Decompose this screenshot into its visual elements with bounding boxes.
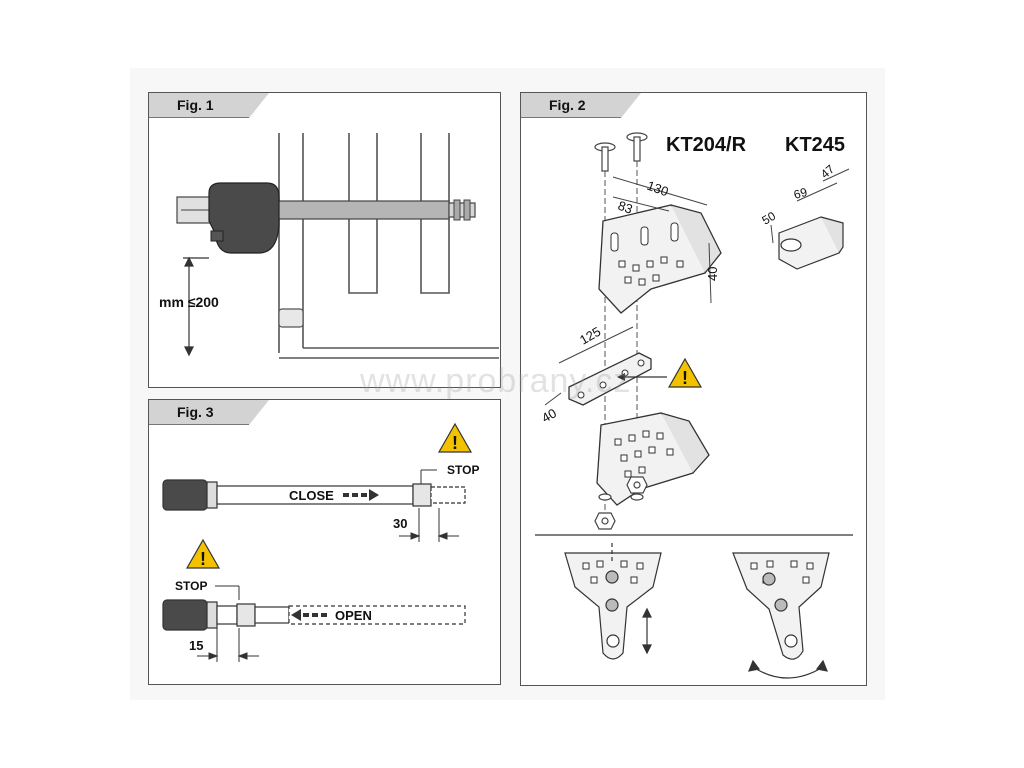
fig2-panel: Fig. 2 KT204/R KT245: [520, 92, 867, 686]
dim-lines-top: [612, 176, 712, 304]
gate-frame: [278, 133, 499, 359]
flat-plate: [568, 352, 652, 406]
open-label: OPEN: [335, 608, 372, 623]
actuator-open: [162, 599, 466, 631]
rod-end: [448, 202, 476, 218]
bolts: [594, 132, 648, 172]
dim-69-label: 69: [792, 185, 809, 202]
bracket-holes-bottom: [614, 430, 674, 478]
fig1-panel: Fig. 1: [148, 92, 501, 388]
detail-vertical-adjust: [564, 543, 662, 660]
warning-icon: !: [667, 357, 703, 388]
dim-30-label: 30: [393, 516, 407, 531]
open-arrow: [291, 609, 327, 621]
warning-icon-top: !: [437, 422, 473, 453]
model-kt204r-label: KT204/R: [666, 134, 747, 156]
actuator-motor: [208, 182, 280, 254]
fig3-title: Fig. 3: [149, 400, 269, 425]
warning-icon-bottom: !: [185, 538, 221, 569]
dim-47-label: 47: [818, 162, 837, 182]
dim-40-bottom-label: 40: [539, 405, 559, 425]
svg-text:!: !: [682, 368, 688, 388]
nuts: [594, 476, 648, 530]
kt245-bracket: [778, 216, 844, 270]
manual-sheet: Fig. 1: [130, 68, 885, 700]
fig1-drawing: mm ≤200: [159, 133, 499, 359]
dim-83-label: 83: [616, 198, 635, 217]
stop-label-bottom: STOP: [175, 579, 207, 593]
fig2-drawing: KT204/R KT245: [535, 132, 853, 679]
svg-text:!: !: [200, 549, 206, 569]
model-kt245-label: KT245: [785, 134, 845, 156]
dim-lines-flat: [544, 326, 634, 406]
dim-130-label: 130: [645, 178, 671, 200]
close-label: CLOSE: [289, 488, 334, 503]
dim-125-label: 125: [577, 324, 603, 348]
bracket-holes-top: [610, 222, 684, 286]
height-dimension: [183, 256, 209, 357]
height-dimension-label: mm ≤200: [159, 294, 219, 310]
watermark: www.probrany.cz: [360, 362, 632, 400]
dim-40-side-label: 40: [705, 267, 720, 281]
dim-lines-kt245: [770, 168, 850, 244]
stop-label-top: STOP: [447, 463, 479, 477]
svg-text:!: !: [452, 433, 458, 453]
fig1-title: Fig. 1: [149, 93, 269, 118]
detail-rotation-adjust: [732, 552, 830, 679]
post-bracket: [278, 308, 304, 328]
fig3-drawing: ! STOP CLOSE: [162, 422, 479, 662]
dim-50-label: 50: [760, 209, 779, 228]
fig2-title: Fig. 2: [521, 93, 641, 118]
actuator-close: [162, 479, 466, 511]
fig3-panel: Fig. 3 ! STOP CLOSE: [148, 399, 501, 685]
dim-15-label: 15: [189, 638, 203, 653]
actuator-rod: [268, 200, 450, 220]
close-arrow: [343, 489, 379, 501]
